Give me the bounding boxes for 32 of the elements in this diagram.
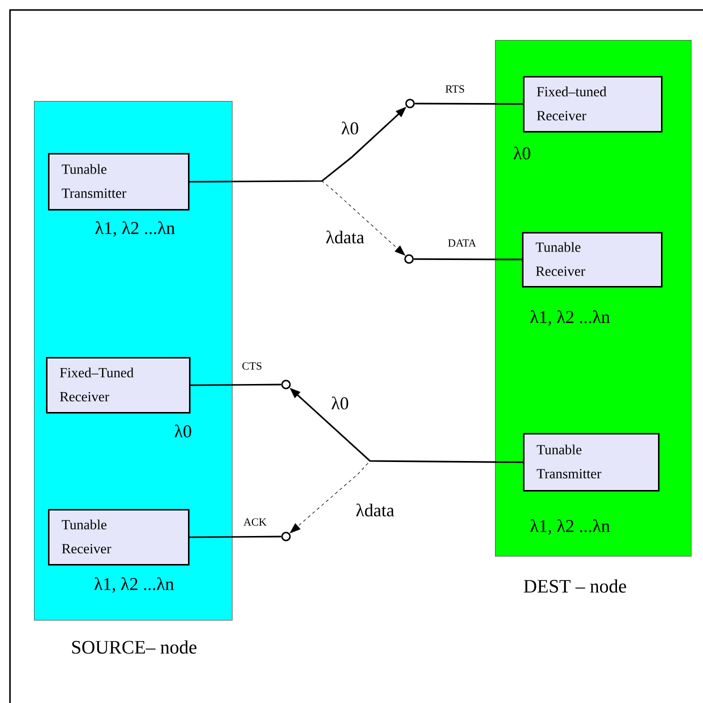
connector	[290, 460, 524, 534]
connector	[190, 384, 282, 386]
terminal-circle	[405, 98, 415, 108]
connector	[189, 180, 406, 256]
wavelength-label: λ0	[174, 424, 192, 438]
edge-label: λ0	[340, 120, 360, 136]
wavelength-label: λ1, λ2 ...λn	[530, 519, 610, 535]
terminal-circle	[404, 254, 414, 264]
wavelength-label: λ1, λ2 ...λn	[530, 310, 610, 326]
edge-label: DATA	[446, 238, 478, 248]
edge-label: λdata	[324, 230, 366, 244]
wavelength-label: λ0	[514, 146, 530, 160]
edge-label: CTS	[240, 361, 264, 371]
edge-label: λ0	[330, 396, 350, 410]
connector	[414, 258, 522, 260]
edge-label: ACK	[242, 517, 268, 527]
component-box: Tunable Receiver	[48, 509, 190, 566]
component-box: Fixed–Tuned Receiver	[46, 357, 190, 414]
terminal-circle	[281, 532, 291, 542]
terminal-circle	[281, 380, 291, 390]
edge-label: RTS	[444, 84, 466, 94]
panel-heading: DEST – node	[524, 579, 626, 593]
component-box: Tunable Transmitter	[48, 153, 190, 210]
panel-heading: SOURCE– node	[72, 640, 196, 654]
component-box: Tunable Receiver	[522, 232, 662, 288]
connector	[414, 102, 524, 105]
component-box: Tunable Transmitter	[523, 433, 660, 492]
edge-label: λdata	[354, 502, 396, 518]
wavelength-label: λ1, λ2 ...λn	[94, 577, 174, 593]
wavelength-label: λ1, λ2 ...λn	[95, 221, 175, 237]
component-box: Fixed–tuned Receiver	[523, 76, 662, 132]
connector	[190, 536, 282, 538]
